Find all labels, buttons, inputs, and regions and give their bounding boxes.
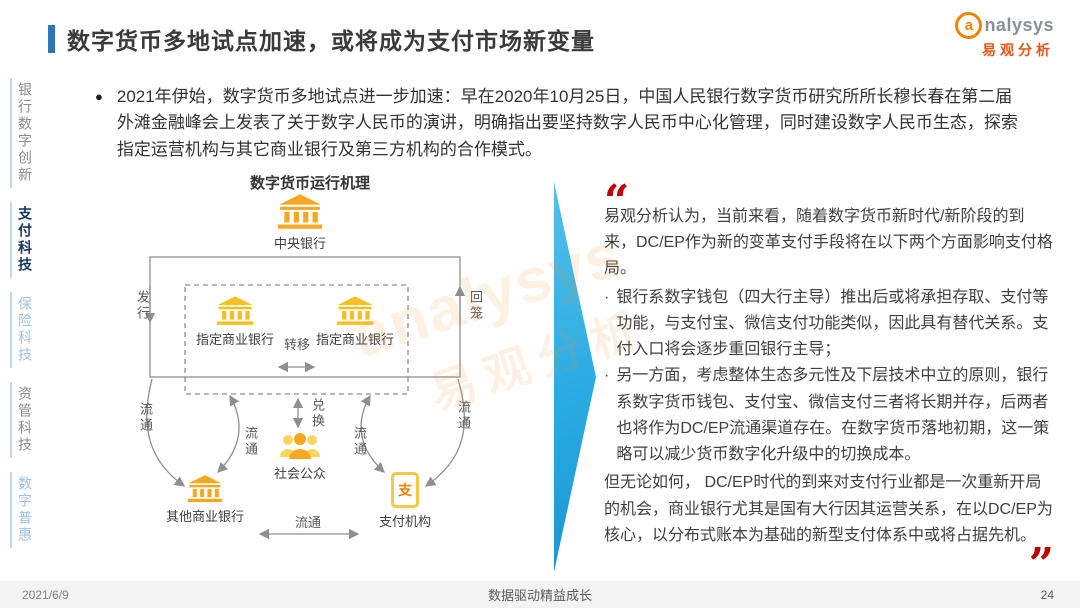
analyst-commentary: “ 易观分析认为，当前来看，随着数字货币新时代/新阶段的到来，DC/EP作为新的… bbox=[604, 176, 1054, 591]
commentary-intro: 易观分析认为，当前来看，随着数字货币新时代/新阶段的到来，DC/EP作为新的变革… bbox=[604, 208, 1053, 278]
footer-date: 2021/6/9 bbox=[22, 587, 69, 602]
circulate-label-inner-right: 流通 bbox=[352, 426, 367, 458]
central-bank-label: 中央银行 bbox=[273, 236, 327, 251]
bank-icon bbox=[336, 296, 374, 325]
header: 数字货币多地试点加速，或将成为支付市场新变量 bbox=[48, 22, 595, 56]
circulate-label-far-right: 流通 bbox=[456, 400, 471, 432]
list-item: · 银行系数字钱包（四大行主导）推出后或将承担存取、支付等功能，与支付宝、微信支… bbox=[604, 285, 1054, 364]
circulate-label-far-left: 流通 bbox=[138, 402, 153, 434]
designated-bank-label: 指定商业银行 bbox=[195, 332, 275, 347]
sidebar: 银行数字创新 支付科技 保险科技 资管科技 数字普惠 bbox=[10, 78, 38, 548]
sidebar-item-asset-mgmt-tech[interactable]: 资管科技 bbox=[10, 382, 38, 458]
commentary-outro: 但无论如何， DC/EP时代的到来对支付行业都是一次重新开局的机会，商业银行尤其… bbox=[604, 474, 1053, 544]
other-bank-node: 其他商业银行 bbox=[166, 475, 244, 525]
other-bank-label: 其他商业银行 bbox=[165, 509, 245, 524]
circulate-label-bottom: 流通 bbox=[294, 515, 322, 530]
footer: 2021/6/9 数据驱动精益成长 24 bbox=[0, 581, 1080, 608]
bank-icon bbox=[278, 194, 322, 229]
digital-currency-diagram: 数字货币运行机理 bbox=[100, 174, 560, 579]
people-icon bbox=[279, 433, 320, 459]
pay-glyph: 支 bbox=[397, 482, 412, 498]
footer-slogan: 数据驱动精益成长 bbox=[487, 588, 592, 603]
circulate-label-inner-left: 流通 bbox=[243, 426, 258, 458]
designated-bank-right-node: 指定商业银行 bbox=[316, 296, 394, 348]
logo-wordmark: nalysys bbox=[984, 15, 1054, 35]
list-item-text: 另一方面，考虑整体生态多元性及下层技术中立的原则，银行系数字货币钱包、支付宝、微… bbox=[616, 367, 1050, 464]
logo-row: a nalysys bbox=[955, 12, 1054, 39]
page-number: 24 bbox=[1040, 587, 1054, 602]
sidebar-item-banking-digital-innovation[interactable]: 银行数字创新 bbox=[10, 78, 38, 188]
designated-bank-left-node: 指定商业银行 bbox=[196, 296, 274, 348]
designated-bank-label: 指定商业银行 bbox=[315, 332, 395, 347]
flow-connectors bbox=[144, 256, 466, 540]
public-label: 社会公众 bbox=[273, 466, 327, 481]
recall-label: 回笼 bbox=[468, 290, 483, 322]
sidebar-item-payment-tech[interactable]: 支付科技 bbox=[10, 202, 38, 278]
bank-icon bbox=[187, 475, 223, 503]
commentary-list: · 银行系数字钱包（四大行主导）推出后或将承担存取、支付等功能，与支付宝、微信支… bbox=[604, 285, 1054, 469]
logo-chinese-name: 易观分析 bbox=[982, 42, 1054, 58]
diagram-title: 数字货币运行机理 bbox=[249, 175, 371, 192]
intro-text: 2021年伊始，数字货币多地试点进一步加速：早在2020年10月25日，中国人民… bbox=[116, 87, 1018, 159]
bank-icon bbox=[216, 296, 254, 325]
list-item-text: 银行系数字钱包（四大行主导）推出后或将承担存取、支付等功能，与支付宝、微信支付功… bbox=[616, 288, 1049, 359]
title-accent-bar bbox=[48, 25, 55, 53]
intro-paragraph: ● 2021年伊始，数字货币多地试点进一步加速：早在2020年10月25日，中国… bbox=[95, 84, 1030, 163]
payment-org-label: 支付机构 bbox=[378, 514, 432, 529]
blue-chevron-arrow bbox=[554, 182, 596, 572]
analysys-logo: a nalysys 易观分析 bbox=[955, 12, 1054, 60]
sidebar-item-digital-inclusion[interactable]: 数字普惠 bbox=[10, 472, 38, 548]
payment-phone-icon: 支 bbox=[390, 472, 419, 508]
list-bullet-icon: · bbox=[604, 367, 610, 385]
issue-label: 发行 bbox=[135, 290, 150, 322]
open-quote-icon: “ bbox=[604, 176, 630, 227]
logo-a-icon: a bbox=[955, 12, 983, 39]
bullet-icon: ● bbox=[95, 89, 103, 104]
page-title: 数字货币多地试点加速，或将成为支付市场新变量 bbox=[67, 28, 595, 54]
central-bank-node: 中央银行 bbox=[274, 194, 326, 252]
close-quote-icon: ” bbox=[1028, 539, 1054, 591]
exchange-label: 兑换 bbox=[310, 398, 325, 430]
transfer-label: 转移 bbox=[283, 337, 311, 352]
list-bullet-icon: · bbox=[604, 288, 610, 306]
list-item: · 另一方面，考虑整体生态多元性及下层技术中立的原则，银行系数字货币钱包、支付宝… bbox=[604, 363, 1054, 468]
public-node: 社会公众 bbox=[274, 430, 326, 482]
sidebar-item-insurance-tech[interactable]: 保险科技 bbox=[10, 292, 38, 368]
payment-org-node: 支 支付机构 bbox=[379, 472, 431, 530]
